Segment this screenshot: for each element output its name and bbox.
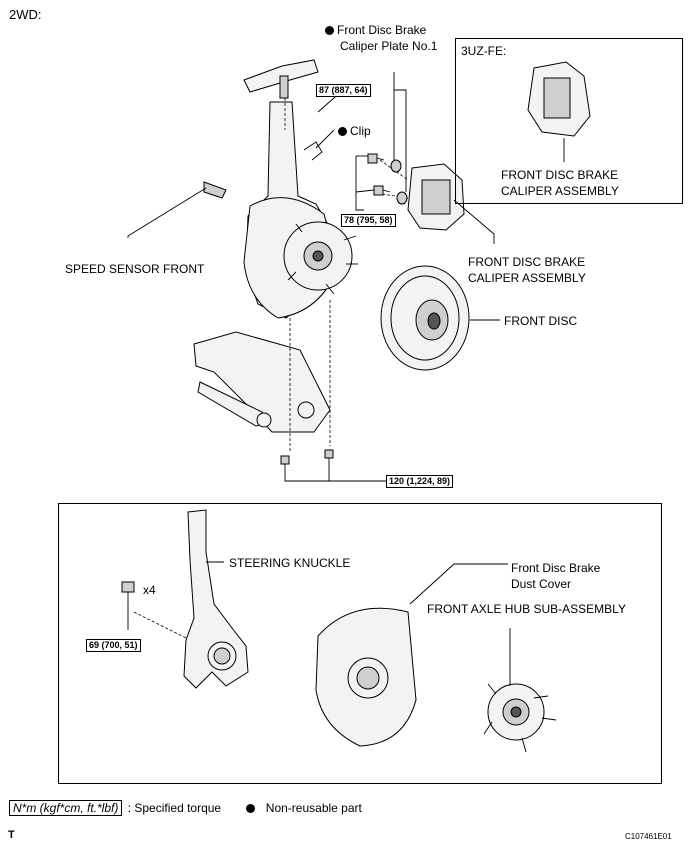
- legend-torque-text: : Specified torque: [127, 801, 222, 815]
- knuckle-detail-drawing: [183, 509, 249, 689]
- hub-bolt-drawing: [121, 581, 135, 593]
- dust-cover-line2: Dust Cover: [511, 577, 572, 591]
- caliper-plate-lower: [396, 191, 408, 205]
- caliper-plate-line2: Caliper Plate No.1: [340, 39, 438, 53]
- engine-variant-inset: 3UZ-FE: FRONT DISC BRAKE CALIPER ASSEMBL…: [455, 38, 683, 204]
- nonreusable-bullet-icon: [325, 26, 334, 35]
- clip-label-text: Clip: [350, 124, 371, 138]
- speed-sensor-label: SPEED SENSOR FRONT: [65, 262, 205, 276]
- dust-cover-line1: Front Disc Brake: [511, 561, 601, 575]
- torque-caliper-bolts: 78 (795, 58): [341, 214, 396, 227]
- torque-lower-ball-joint: 120 (1,224, 89): [386, 475, 454, 488]
- figure-code: C107461E01: [625, 832, 672, 841]
- caliper-bolts: [367, 153, 391, 196]
- front-disc-drawing: [380, 265, 470, 371]
- torque-hub-bolts: 69 (700, 51): [86, 639, 141, 652]
- variant-label: 2WD:: [9, 7, 42, 22]
- speed-sensor-drawing: [203, 181, 227, 199]
- inset-caliper-line1: FRONT DISC BRAKE: [501, 168, 619, 182]
- caliper-assembly-label: FRONT DISC BRAKE CALIPER ASSEMBLY: [468, 254, 586, 286]
- upper-ball-stud: [279, 75, 289, 99]
- nonreusable-bullet-icon: [338, 127, 347, 136]
- caliper-plate-upper: [390, 159, 402, 173]
- clip-drawing: [303, 141, 323, 161]
- legend-nonreusable-text: Non-reusable part: [265, 801, 362, 815]
- footer-mark: T: [8, 829, 15, 841]
- caliper-assembly-line1: FRONT DISC BRAKE: [468, 255, 586, 269]
- bolt-qty-label: x4: [143, 583, 156, 597]
- inset-caliper-label: FRONT DISC BRAKE CALIPER ASSEMBLY: [501, 167, 619, 199]
- inset-engine-label: 3UZ-FE:: [461, 44, 507, 58]
- hub-sub-assembly-label: FRONT AXLE HUB SUB-ASSEMBLY: [427, 602, 626, 616]
- legend: N*m (kgf*cm, ft.*lbf) : Specified torque…: [9, 800, 362, 816]
- lower-arm-drawing: [193, 331, 331, 433]
- torque-upper-ball-joint: 87 (887, 64): [316, 84, 371, 97]
- caliper-plate-label: Front Disc Brake Caliper Plate No.1: [325, 22, 437, 54]
- hub-studs: [287, 223, 358, 295]
- dust-cover-label: Front Disc Brake Dust Cover: [511, 560, 600, 592]
- clip-label: Clip: [338, 124, 371, 138]
- lower-bolts: [280, 449, 334, 474]
- caliper-assembly-line2: CALIPER ASSEMBLY: [468, 271, 586, 285]
- knuckle-detail-panel: STEERING KNUCKLE x4 69 (700, 51) Front D…: [58, 503, 662, 784]
- inset-caliper-line2: CALIPER ASSEMBLY: [501, 184, 619, 198]
- nonreusable-legend-icon: [246, 804, 256, 813]
- front-disc-label: FRONT DISC: [504, 314, 578, 328]
- caliper-plate-line1: Front Disc Brake: [337, 23, 427, 37]
- steering-knuckle-label: STEERING KNUCKLE: [229, 556, 351, 570]
- legend-torque-unit: N*m (kgf*cm, ft.*lbf): [9, 800, 123, 816]
